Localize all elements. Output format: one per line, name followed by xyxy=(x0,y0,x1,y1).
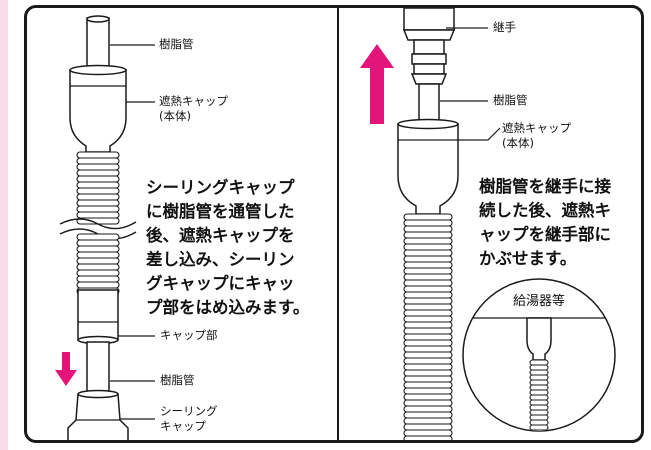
right-assembly xyxy=(397,8,459,440)
right-corrugated-tube xyxy=(403,213,453,440)
right-instruction-text: 樹脂管を継手に接 続した後、遮熱キ ャップを継手部に かぶせます。 xyxy=(479,175,611,271)
left-heat-cap-body xyxy=(69,69,127,153)
label-sealing-cap-line1: シーリング xyxy=(160,404,218,418)
right-leader-lines xyxy=(440,27,501,141)
label-resin-pipe-right: 樹脂管 xyxy=(493,93,528,107)
left-corrugated-upper xyxy=(76,151,120,225)
left-instruction-line: に樹脂管を通管した xyxy=(146,202,295,221)
right-resin-pipe xyxy=(418,83,440,125)
left-instruction-line: グキャップにキャッ xyxy=(146,274,295,293)
right-instruction-line: ャップを継手部に xyxy=(479,225,611,244)
label-heat-cap-line1: 遮熱キャップ xyxy=(159,94,228,108)
side-accent-bar xyxy=(0,0,8,450)
right-instruction-line: 樹脂管を継手に接 xyxy=(479,177,611,196)
label-heat-cap-right-line2: (本体) xyxy=(502,136,534,150)
label-resin-pipe-top: 樹脂管 xyxy=(159,37,194,51)
left-break-mark-top xyxy=(59,218,137,230)
right-instruction-line: 続した後、遮熱キ xyxy=(479,201,611,220)
label-heat-cap-line2: (本体) xyxy=(159,109,191,123)
inset-title: 給湯器等 xyxy=(513,294,566,309)
right-fitting-top xyxy=(403,8,455,31)
left-heat-cap-rim xyxy=(69,64,127,76)
label-sealing-cap: シーリング キャップ xyxy=(160,404,218,434)
left-leader-lines xyxy=(110,44,155,420)
label-heat-cap-right: 遮熱キャップ (本体) xyxy=(502,121,571,151)
label-heat-cap: 遮熱キャップ (本体) xyxy=(159,94,228,124)
left-instruction-line: 差し込み、シーリン xyxy=(146,250,295,269)
left-instruction-line: 後、遮熱キャップを xyxy=(146,226,295,245)
left-instruction-line: シーリングキャップ xyxy=(146,178,295,197)
left-pipe-top-opening xyxy=(86,15,110,23)
left-corrugated-lower xyxy=(76,233,120,295)
left-instruction-line: プ部をはめ込みます。 xyxy=(146,298,310,317)
left-instruction-text: シーリングキャップ に樹脂管を通管した 後、遮熱キャップを 差し込み、シーリン … xyxy=(146,176,309,320)
inset-detail xyxy=(462,278,616,432)
label-cap-part: キャップ部 xyxy=(160,328,218,342)
left-cap-part xyxy=(77,289,119,341)
label-resin-pipe-bottom: 樹脂管 xyxy=(160,373,195,387)
panel-divider xyxy=(337,8,339,440)
left-sealing-cap xyxy=(67,393,129,440)
label-heat-cap-right-line1: 遮熱キャップ xyxy=(502,121,571,135)
label-fitting: 継手 xyxy=(493,20,516,34)
right-instruction-line: かぶせます。 xyxy=(479,249,577,268)
diagram-frame xyxy=(24,5,644,443)
left-assembly xyxy=(59,15,137,440)
right-heat-cap-body xyxy=(397,123,459,215)
left-resin-pipe-top xyxy=(86,17,110,71)
left-resin-pipe-bottom xyxy=(86,341,110,393)
arrow-up-icon xyxy=(360,44,394,124)
arrow-down-icon xyxy=(55,352,77,386)
label-sealing-cap-line2: キャップ xyxy=(160,419,206,433)
